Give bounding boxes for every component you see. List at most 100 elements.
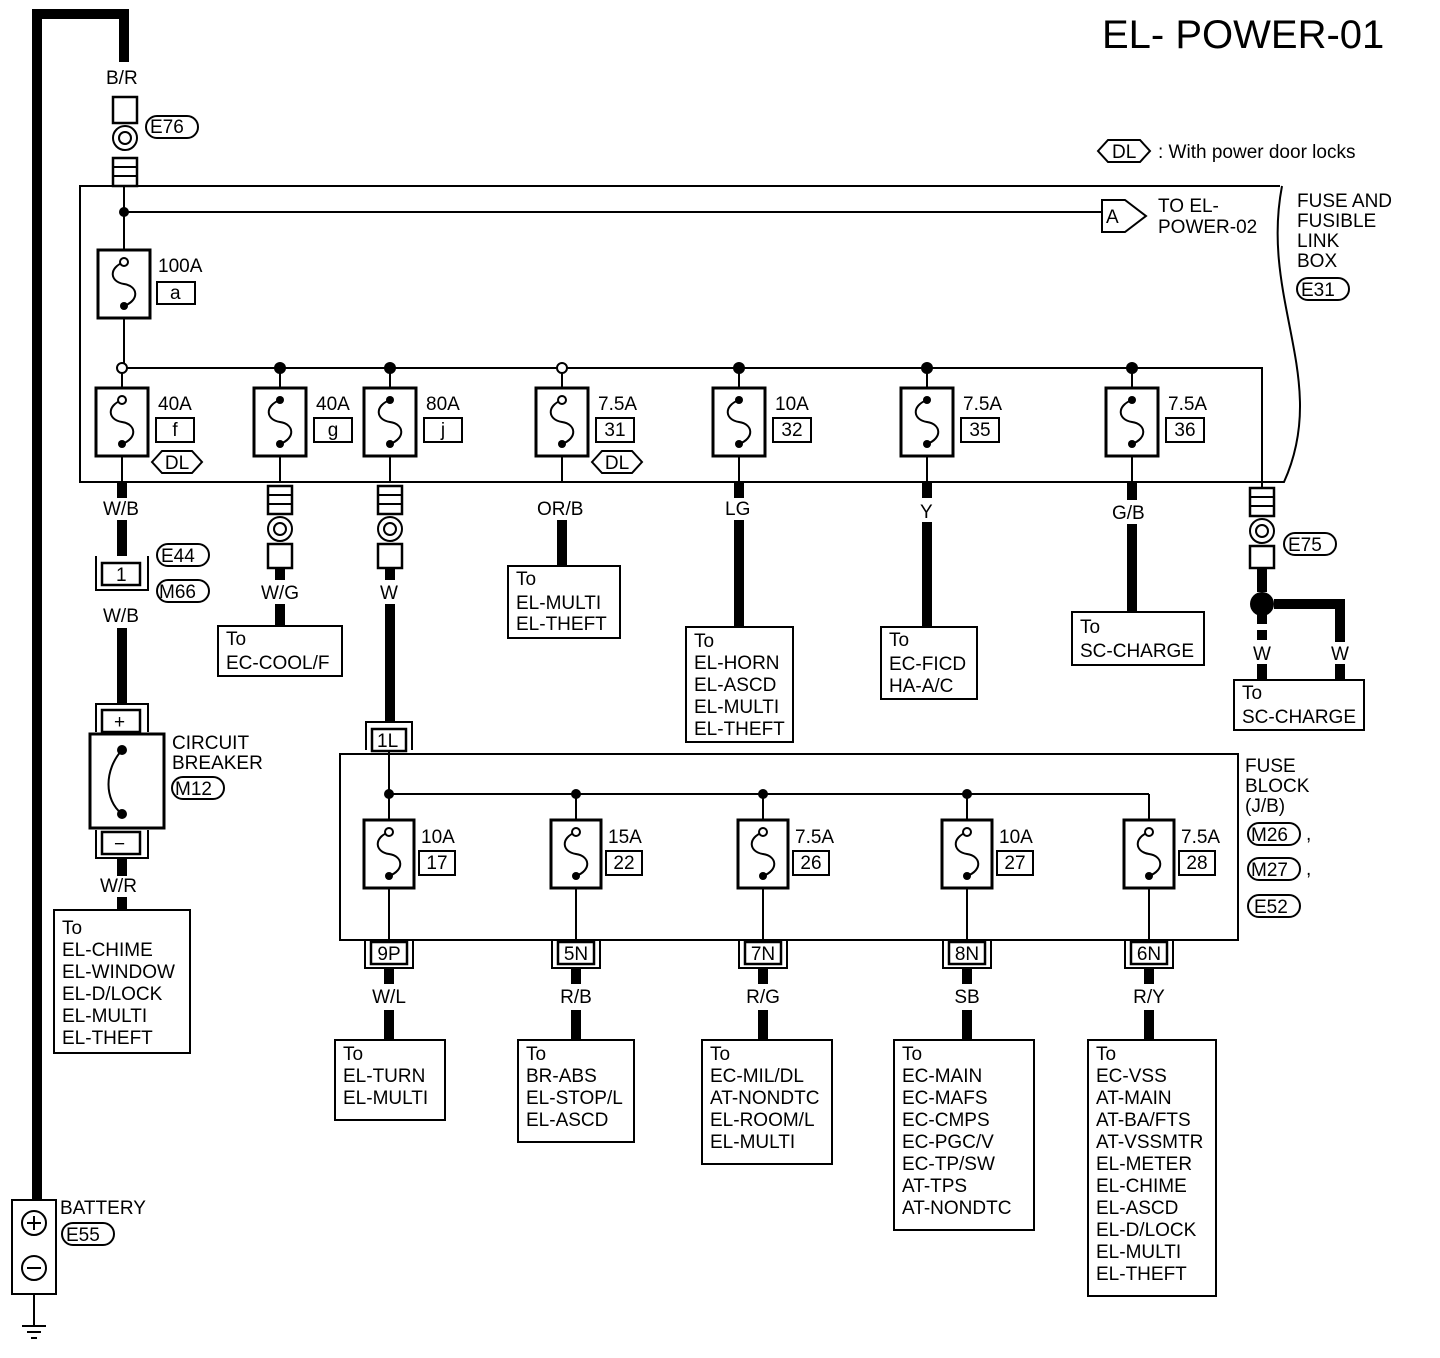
- fuse-target-line: EL-MULTI: [710, 1132, 795, 1153]
- fuse-target-line: EC-MIL/DL: [710, 1066, 804, 1087]
- fuse-pin: 9P: [377, 944, 400, 965]
- link-id-box: [423, 417, 463, 443]
- e75-target-box: [1233, 679, 1365, 731]
- fuse-link-box-label-1: FUSE AND: [1297, 191, 1392, 212]
- dl-tag: DL: [605, 453, 629, 474]
- e75-label: E75: [1288, 535, 1322, 556]
- target-line: EL-MULTI: [694, 697, 779, 718]
- main-link-id: a: [170, 283, 181, 304]
- fuse-id-box: [418, 850, 456, 876]
- fuse-target-line: To: [902, 1044, 922, 1065]
- fuse-pin-box: [1129, 940, 1169, 966]
- g-wire-color: W/G: [261, 583, 299, 604]
- link-id-box: [1165, 417, 1205, 443]
- g-target-line-2: EC-COOL/F: [226, 653, 329, 674]
- fuse-target-line: EL-THEFT: [1096, 1264, 1187, 1285]
- e75-connector-body: [1248, 544, 1276, 570]
- main-link-id-box: [156, 281, 196, 305]
- link-id: f: [172, 420, 178, 441]
- dl-tag-shape: [590, 450, 644, 474]
- breaker-target-lines: ToEL-CHIMEEL-WINDOWEL-D/LOCKEL-MULTIEL-T…: [62, 918, 175, 1049]
- link-amps: 7.5A: [963, 394, 1002, 415]
- link-amps: 7.5A: [1168, 394, 1207, 415]
- link-amps: 10A: [775, 394, 809, 415]
- fuse-amps: 10A: [421, 827, 455, 848]
- e52-tag: [1247, 894, 1301, 918]
- e75-splice: [1250, 592, 1274, 616]
- f-wire-color: W/B: [103, 499, 139, 520]
- e44-connector: [95, 556, 149, 591]
- fuse-id: 22: [613, 853, 634, 874]
- fuse-wire-color: R/B: [560, 987, 592, 1008]
- link-amps: 80A: [426, 394, 460, 415]
- m26-label: M26: [1251, 825, 1288, 846]
- fuse-id: 17: [426, 853, 447, 874]
- fuse-link-box-label-4: BOX: [1297, 251, 1337, 272]
- main-link-100a: [96, 248, 152, 320]
- fuse-target-line: EL-CHIME: [1096, 1176, 1187, 1197]
- link-amps: 40A: [158, 394, 192, 415]
- f-wire-color-after: W/B: [103, 606, 139, 627]
- breaker-label-2: BREAKER: [172, 753, 263, 774]
- e31-label: E31: [1301, 280, 1335, 301]
- fuse-wire-color: R/G: [746, 987, 780, 1008]
- gb-wire-color: G/B: [1112, 503, 1145, 524]
- offpage-text-1: TO EL-: [1158, 196, 1219, 217]
- legend: DL : With power door locks: [1096, 139, 1355, 163]
- m66-label: M66: [159, 582, 196, 603]
- j-wire-color: W: [380, 583, 398, 604]
- fuse-link-box-label-2: FUSIBLE: [1297, 211, 1376, 232]
- g-target-line-1: To: [226, 629, 246, 650]
- fuse-target-line: EL-STOP/L: [526, 1088, 623, 1109]
- e75-target-line-1: To: [1242, 683, 1262, 704]
- link-id-box: [960, 417, 1000, 443]
- link-id: 32: [781, 420, 802, 441]
- e75-connector-core: [1255, 524, 1269, 538]
- fuse-target-line: AT-NONDTC: [710, 1088, 819, 1109]
- e76-terminal: [111, 156, 139, 188]
- or-target-line-2: EL-MULTI: [516, 593, 601, 614]
- fuse-target-line: To: [526, 1044, 546, 1065]
- fuse-target-line: AT-NONDTC: [902, 1198, 1011, 1219]
- fuse-target-line: To: [343, 1044, 363, 1065]
- target-line: EL-D/LOCK: [62, 984, 163, 1005]
- e75-tag: [1283, 532, 1337, 556]
- ground-icon: [22, 1325, 46, 1339]
- fuse-id-box: [792, 850, 830, 876]
- link-id: j: [440, 420, 445, 441]
- fuse-id-box: [1178, 850, 1216, 876]
- fuse-block-label-1: FUSE: [1245, 756, 1296, 777]
- e55-tag: [61, 1222, 115, 1246]
- target-line: To: [694, 631, 714, 652]
- fuse-pin: 5N: [564, 944, 588, 965]
- link-id-box: [595, 417, 635, 443]
- fuse-target-line: AT-MAIN: [1096, 1088, 1172, 1109]
- e44-label: E44: [161, 546, 195, 567]
- fuse-pin-box: [743, 940, 783, 966]
- fuse-target-line: EC-PGC/V: [902, 1132, 994, 1153]
- fuse-target-box: [893, 1039, 1035, 1231]
- lg-target-box: [685, 626, 794, 743]
- legend-tag-shape: [1096, 139, 1152, 163]
- offpage-text-2: POWER-02: [1158, 217, 1257, 238]
- fuse-target-line: EL-MULTI: [343, 1088, 428, 1109]
- link-amps: 7.5A: [598, 394, 637, 415]
- fuse-target-line: EL-MULTI: [1096, 1242, 1181, 1263]
- legend-text: : With power door locks: [1158, 142, 1355, 163]
- e76-label: E76: [150, 117, 184, 138]
- fuse-id: 28: [1186, 853, 1207, 874]
- gb-target-box: [1071, 611, 1205, 666]
- fuse-id-box: [605, 850, 643, 876]
- fuse-target-line: To: [1096, 1044, 1116, 1065]
- fuse-block-outline: [339, 753, 1239, 941]
- y-target-box: [880, 626, 978, 700]
- fuse-target-line: EL-D/LOCK: [1096, 1220, 1197, 1241]
- fuse-id: 26: [800, 853, 821, 874]
- fuse-27: 10A278NSBToEC-MAINEC-MAFSEC-CMPSEC-PGC/V…: [893, 789, 1035, 1231]
- link-id-box: [155, 417, 195, 443]
- fuse-target-line: AT-BA/FTS: [1096, 1110, 1191, 1131]
